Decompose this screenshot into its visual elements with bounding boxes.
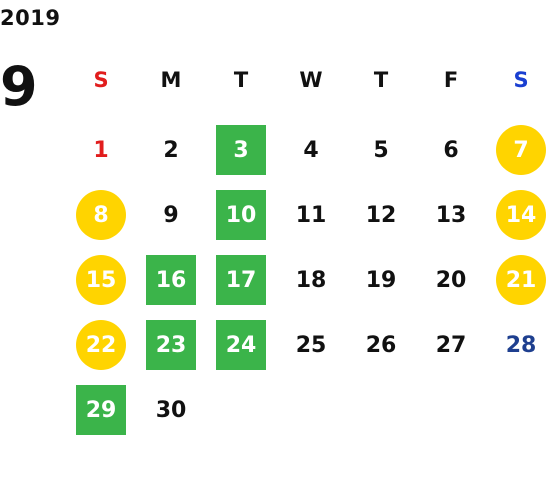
calendar-day-number: 8 [93,202,109,228]
weekday-header-tuesday: T [233,68,249,92]
calendar-day-number: 18 [295,267,327,293]
calendar-day-25[interactable]: 25 [276,320,346,370]
holiday-circle-marker [496,125,546,175]
holiday-circle-marker [496,255,546,305]
weekday-header-monday: M [160,68,182,92]
calendar-day-4[interactable]: 4 [276,125,346,175]
calendar-day-26[interactable]: 26 [346,320,416,370]
calendar-day-20[interactable]: 20 [416,255,486,305]
calendar-day-3[interactable]: 3 [206,125,276,175]
calendar-day-number: 12 [365,202,397,228]
calendar-day-number: 19 [365,267,397,293]
holiday-circle-marker [496,190,546,240]
calendar-day-number: 23 [155,332,187,358]
calendar-day-9[interactable]: 9 [136,190,206,240]
calendar-day-7[interactable]: 7 [486,125,548,175]
calendar-day-27[interactable]: 27 [416,320,486,370]
calendar-day-number: 24 [225,332,257,358]
event-square-marker [146,320,196,370]
holiday-circle-marker [76,255,126,305]
calendar-day-15[interactable]: 15 [66,255,136,305]
calendar-day-21[interactable]: 21 [486,255,548,305]
calendar-day-6[interactable]: 6 [416,125,486,175]
calendar-day-number: 10 [225,202,257,228]
weekday-header-sunday: S [93,68,109,92]
event-square-marker [76,385,126,435]
calendar-day-number: 5 [373,137,389,163]
calendar-day-19[interactable]: 19 [346,255,416,305]
calendar-day-number: 21 [505,267,537,293]
weekday-header-wednesday: W [299,68,323,92]
calendar-day-number: 14 [505,202,537,228]
calendar-day-number: 29 [85,397,117,423]
calendar-day-8[interactable]: 8 [66,190,136,240]
calendar-day-number: 28 [505,332,537,358]
calendar-day-number: 1 [93,137,109,163]
calendar-day-23[interactable]: 23 [136,320,206,370]
calendar-day-number: 25 [295,332,327,358]
calendar-day-11[interactable]: 11 [276,190,346,240]
calendar-day-number: 30 [155,397,187,423]
calendar-day-number: 27 [435,332,467,358]
calendar-day-14[interactable]: 14 [486,190,548,240]
calendar-day-number: 2 [163,137,179,163]
calendar-day-2[interactable]: 2 [136,125,206,175]
calendar-day-number: 4 [303,137,319,163]
calendar-day-28[interactable]: 28 [486,320,548,370]
calendar-day-number: 16 [155,267,187,293]
calendar-year: 2019 [0,6,61,30]
calendar-month: 9 [0,55,38,118]
calendar-day-1[interactable]: 1 [66,125,136,175]
event-square-marker [216,255,266,305]
weekday-header-thursday: T [373,68,389,92]
calendar-day-number: 3 [233,137,249,163]
calendar-day-number: 15 [85,267,117,293]
event-square-marker [146,255,196,305]
calendar-day-10[interactable]: 10 [206,190,276,240]
calendar-day-13[interactable]: 13 [416,190,486,240]
calendar-day-30[interactable]: 30 [136,385,206,435]
event-square-marker [216,125,266,175]
calendar-day-number: 13 [435,202,467,228]
calendar-day-number: 11 [295,202,327,228]
calendar-day-number: 6 [443,137,459,163]
calendar-day-12[interactable]: 12 [346,190,416,240]
calendar-day-16[interactable]: 16 [136,255,206,305]
calendar-day-number: 20 [435,267,467,293]
calendar-day-29[interactable]: 29 [66,385,136,435]
calendar-day-22[interactable]: 22 [66,320,136,370]
calendar-day-18[interactable]: 18 [276,255,346,305]
event-square-marker [216,190,266,240]
calendar-day-number: 22 [85,332,117,358]
holiday-circle-marker [76,190,126,240]
weekday-header-saturday: S [513,68,529,92]
weekday-header-friday: F [443,68,459,92]
calendar-day-24[interactable]: 24 [206,320,276,370]
calendar-day-number: 9 [163,202,179,228]
calendar-day-number: 26 [365,332,397,358]
calendar-day-17[interactable]: 17 [206,255,276,305]
calendar-day-5[interactable]: 5 [346,125,416,175]
calendar-day-number: 7 [513,137,529,163]
holiday-circle-marker [76,320,126,370]
event-square-marker [216,320,266,370]
calendar-day-number: 17 [225,267,257,293]
